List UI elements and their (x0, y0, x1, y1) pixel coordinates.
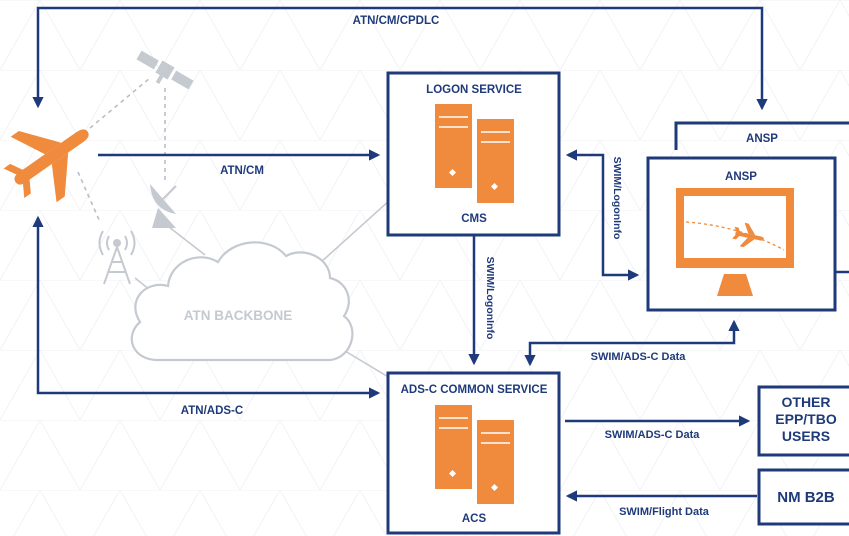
satellite-icon (136, 50, 194, 90)
ansp-back-frame (674, 121, 849, 150)
atn-backbone-cloud: ATN BACKBONE (130, 241, 354, 362)
logon-service-node: LOGON SERVICE CMS (386, 71, 561, 237)
nm-b2b-label: NM B2B (777, 489, 835, 506)
radio-antenna-icon (98, 230, 136, 285)
swim-logoninfo-right-label: SWIM/LogonInfo (611, 157, 623, 240)
aircraft-antenna-link (77, 171, 101, 223)
atn-backbone-label: ATN BACKBONE (184, 308, 293, 323)
airplane-icon (3, 129, 89, 203)
atn-ads-c-line (32, 215, 381, 399)
logon-service-subtitle: CMS (461, 213, 487, 225)
aircraft-satellite-link (89, 77, 151, 129)
ads-c-common-service-title: ADS-C COMMON SERVICE (401, 384, 548, 396)
logon-service-title: LOGON SERVICE (426, 84, 522, 96)
ansp-node: ANSP (646, 156, 837, 312)
swim-logoninfo-ansp-line (565, 149, 640, 281)
swim-logoninfo-down-label: SWIM/LogonInfo (484, 257, 496, 340)
swim-ads-c-ansp-line (524, 319, 740, 367)
server-icon (435, 104, 514, 203)
swim-flight-data-label: SWIM/Flight Data (619, 506, 710, 518)
other-users-line-2: EPP/TBO (775, 411, 837, 427)
swim-ads-c-data-users-label: SWIM/ADS-C Data (605, 429, 701, 441)
other-users-line-3: USERS (782, 428, 830, 444)
server-icon (435, 405, 514, 504)
ansp-title: ANSP (725, 171, 757, 183)
atn-cm-label: ATN/CM (220, 165, 264, 177)
monitor-icon (676, 188, 794, 296)
ads-c-common-service-subtitle: ACS (462, 513, 487, 525)
atn-ads-c-label: ATN/ADS-C (181, 405, 243, 417)
ads-c-common-service-node: ADS-C COMMON SERVICE ACS (386, 371, 561, 535)
other-users-node: OTHER EPP/TBO USERS (757, 385, 849, 457)
other-users-line-1: OTHER (782, 394, 831, 410)
atn-cm-cpdlc-line (32, 6, 768, 111)
swim-ads-c-data-ansp-label: SWIM/ADS-C Data (591, 351, 687, 363)
atn-cm-cpdlc-label: ATN/CM/CPDLC (353, 15, 440, 27)
nm-b2b-node: NM B2B (757, 468, 849, 526)
satellite-dish-icon (150, 184, 177, 228)
ansp-back-label: ANSP (746, 133, 778, 145)
